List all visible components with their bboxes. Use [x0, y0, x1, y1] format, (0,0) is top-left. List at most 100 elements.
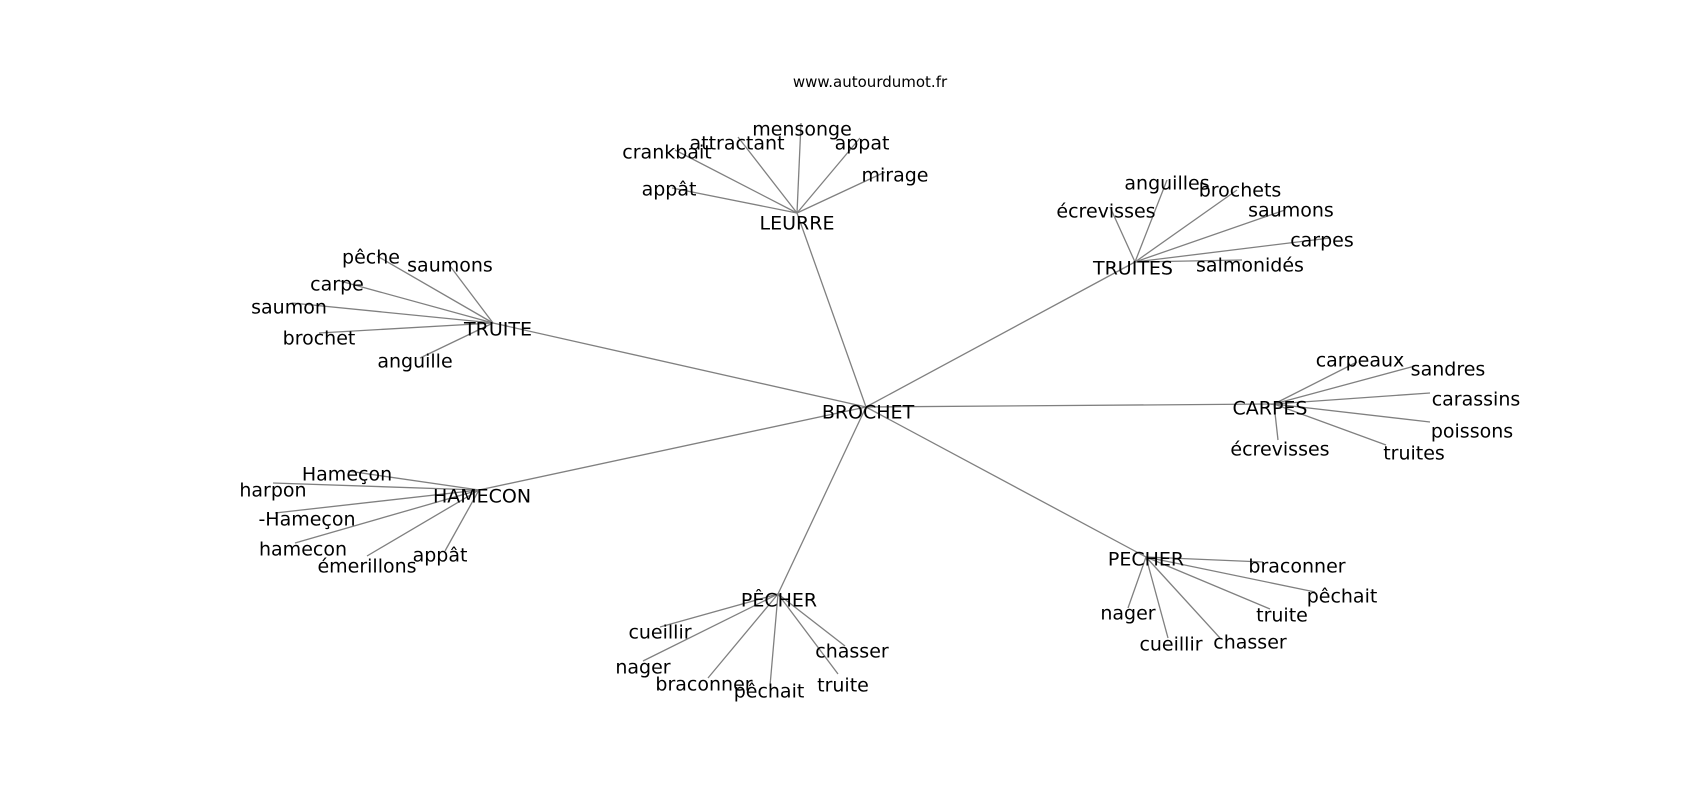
leaf-label-pecher-4: cueillir [1139, 634, 1202, 656]
leaf-label-truite-3: saumon [251, 297, 327, 319]
hub-label-truites: TRUITES [1092, 258, 1173, 280]
edges-layer [272, 122, 1431, 687]
edge-leurre-leaf-0 [674, 149, 798, 214]
edge-hamecon-leaf-2 [274, 489, 480, 514]
edge-leurre-leaf-5 [671, 187, 798, 214]
leaf-label-truite-1: saumons [407, 255, 493, 277]
edge-pecher-leaf-4 [1145, 556, 1169, 639]
hub-label-pecher-accent: PÊCHER [741, 589, 817, 612]
edge-pecher-leaf-1 [1145, 556, 1316, 593]
edge-center-truite [492, 322, 867, 408]
labels-layer: crankbaitattractantmensongeappatmirageap… [239, 119, 1520, 703]
edge-pecher-accent-leaf-4 [777, 593, 839, 675]
edge-truites-leaf-0 [1109, 206, 1136, 263]
edge-pecher-accent-leaf-1 [642, 593, 779, 662]
leaf-label-carpes-3: poissons [1431, 421, 1513, 443]
edge-truites-leaf-4 [1134, 237, 1331, 263]
leaf-label-carpes-5: écrevisses [1230, 439, 1329, 461]
edge-leurre-leaf-4 [796, 171, 886, 214]
edge-truite-leaf-2 [339, 280, 494, 324]
leaf-label-pecher-5: nager [1100, 603, 1155, 625]
edge-carpes-leaf-5 [1273, 403, 1279, 441]
edge-center-leurre [796, 212, 867, 408]
edge-leurre-leaf-3 [796, 137, 861, 214]
leaf-label-carpes-0: carpeaux [1316, 350, 1405, 372]
hub-label-pecher: PECHER [1108, 549, 1184, 571]
leaf-label-pecher-accent-2: braconner [655, 674, 752, 696]
leaf-label-truites-5: salmonidés [1196, 255, 1304, 277]
leaf-label-hamecon-0: Hameçon [302, 464, 392, 486]
leaf-label-hamecon-3: hamecon [259, 539, 347, 561]
edge-pecher-accent-leaf-0 [659, 593, 779, 628]
edge-pecher-leaf-0 [1145, 556, 1264, 563]
leaf-label-pecher-accent-5: chasser [815, 641, 889, 663]
edge-truites-leaf-2 [1134, 189, 1238, 263]
leaf-label-hamecon-1: harpon [239, 480, 306, 502]
edge-truites-leaf-5 [1134, 259, 1243, 263]
leaf-label-pecher-accent-1: nager [615, 657, 670, 679]
leaf-label-pecher-accent-0: cueillir [628, 622, 691, 644]
edge-leurre-leaf-2 [796, 122, 802, 214]
edge-hamecon-leaf-3 [294, 489, 480, 544]
edge-pecher-accent-leaf-3 [769, 593, 779, 687]
edge-hamecon-leaf-0 [347, 470, 480, 491]
leaf-label-truite-5: anguille [377, 351, 452, 373]
edge-truite-leaf-4 [318, 322, 494, 334]
edge-pecher-leaf-5 [1127, 556, 1147, 609]
edge-carpes-leaf-3 [1273, 403, 1431, 423]
leaf-label-leurre-4: mirage [862, 165, 929, 187]
leaf-label-leurre-0: crankbait [622, 142, 711, 164]
edge-center-truites [865, 261, 1136, 408]
leaf-label-pecher-3: chasser [1213, 632, 1287, 654]
leaf-label-carpes-2: carassins [1432, 389, 1521, 411]
leaf-label-leurre-1: attractant [689, 133, 784, 155]
leaf-label-truites-3: saumons [1248, 200, 1334, 222]
leaf-label-truites-1: anguilles [1124, 173, 1209, 195]
hub-label-truite: TRUITE [463, 319, 532, 341]
leaf-label-pecher-0: braconner [1248, 556, 1345, 578]
hub-label-carpes: CARPES [1233, 398, 1308, 420]
leaf-label-pecher-2: truite [1256, 605, 1308, 627]
leaf-label-truites-4: carpes [1290, 230, 1354, 252]
leaf-label-truites-0: écrevisses [1056, 201, 1155, 223]
leaf-label-truite-0: pêche [342, 247, 400, 269]
edge-center-pecher-accent [777, 406, 867, 595]
leaf-label-truite-2: carpe [310, 274, 364, 296]
leaf-label-leurre-5: appât [642, 179, 697, 201]
edge-truite-leaf-0 [376, 255, 494, 324]
edge-carpes-leaf-2 [1273, 392, 1431, 405]
leaf-label-carpes-1: sandres [1411, 359, 1486, 381]
edge-truite-leaf-5 [419, 322, 494, 359]
leaf-label-hamecon-2: -Hameçon [258, 509, 355, 531]
center-node-label: BROCHET [822, 402, 915, 424]
leaf-label-pecher-accent-3: pêchait [734, 681, 805, 703]
edge-pecher-accent-leaf-5 [777, 593, 846, 647]
edge-truites-leaf-1 [1134, 179, 1168, 263]
edge-center-pecher [865, 406, 1147, 558]
leaf-label-hamecon-5: appât [413, 545, 468, 567]
hub-label-hamecon: HAMECON [433, 486, 531, 508]
edge-carpes-leaf-1 [1273, 365, 1416, 405]
edge-leurre-leaf-1 [737, 136, 798, 214]
edge-center-hamecon [478, 406, 867, 491]
source-watermark: www.autourdumot.fr [793, 73, 948, 91]
edge-center-carpes [865, 403, 1275, 408]
edge-carpes-leaf-0 [1273, 361, 1358, 405]
edge-hamecon-leaf-5 [444, 489, 480, 552]
leaf-label-carpes-4: truites [1383, 443, 1445, 465]
leaf-label-truites-2: brochets [1199, 180, 1282, 202]
edge-truites-leaf-3 [1134, 209, 1286, 263]
leaf-label-pecher-1: pêchait [1307, 586, 1378, 608]
edge-pecher-accent-leaf-2 [707, 593, 779, 679]
edge-hamecon-leaf-1 [272, 482, 480, 491]
leaf-label-pecher-accent-4: truite [817, 675, 869, 697]
edge-truite-leaf-3 [291, 302, 494, 324]
edge-pecher-leaf-2 [1145, 556, 1271, 610]
leaf-label-leurre-2: mensonge [752, 119, 852, 141]
leaf-label-truite-4: brochet [283, 328, 356, 350]
hub-label-leurre: LEURRE [760, 213, 835, 235]
edge-carpes-leaf-4 [1273, 403, 1387, 446]
leaf-label-hamecon-4: émerillons [317, 556, 416, 578]
edge-truite-leaf-1 [449, 265, 494, 324]
